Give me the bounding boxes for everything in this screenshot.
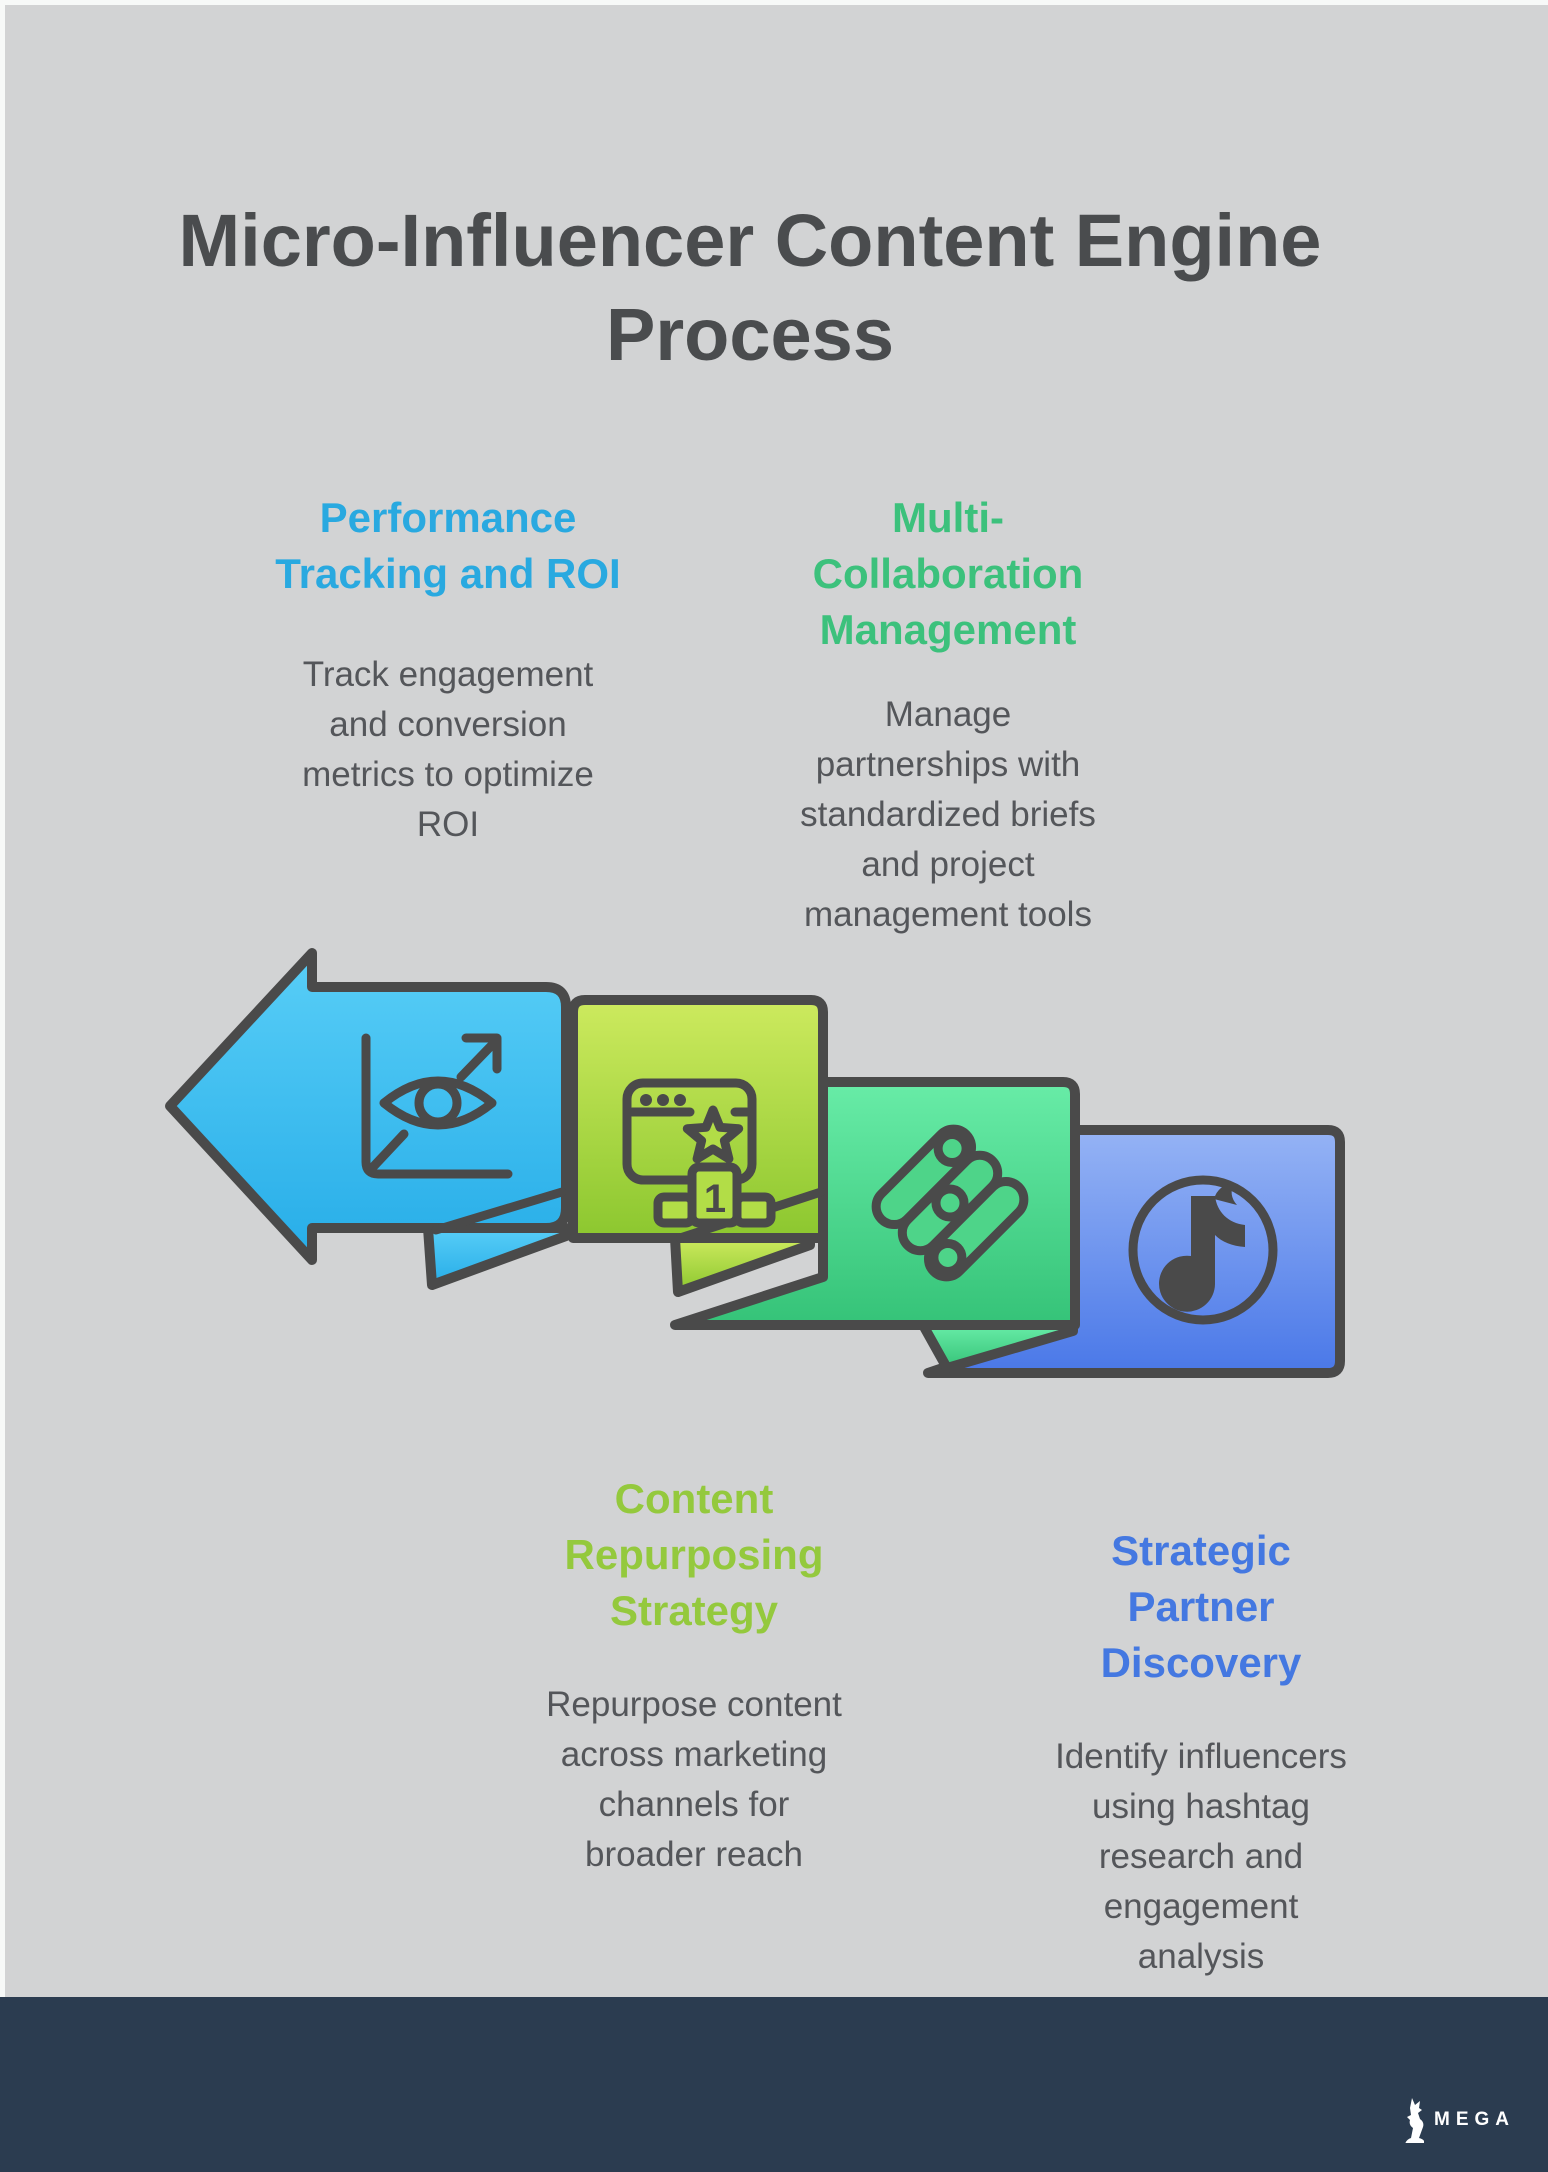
- page-edge-highlight-left: [0, 0, 5, 1997]
- ribbon-fold: [423, 1223, 571, 1290]
- ribbon-fold: [670, 1233, 815, 1297]
- ribbon-crease: [431, 1187, 567, 1235]
- ribbon-fold: [918, 1320, 1078, 1373]
- process-step-3-banner: [670, 1077, 1080, 1373]
- top-ranking-icon: 1: [622, 1078, 776, 1228]
- eye-metrics-icon: [361, 1033, 513, 1179]
- process-step-1-banner: [165, 948, 571, 1290]
- brand-name: MEGA: [1434, 2109, 1515, 2130]
- brand-lockup: MEGA: [1400, 2097, 1515, 2143]
- process-step-4-banner: [923, 1125, 1345, 1378]
- equalizer-icon: [871, 1124, 1029, 1282]
- rank-number: 1: [704, 1177, 726, 1221]
- mega-statue-icon: [1405, 2098, 1424, 2143]
- footer-bar: MEGA: [0, 1997, 1548, 2172]
- tiktok-icon: [1128, 1175, 1278, 1325]
- process-step-2-banner: 1: [568, 995, 828, 1297]
- page-edge-highlight-top: [0, 0, 1548, 5]
